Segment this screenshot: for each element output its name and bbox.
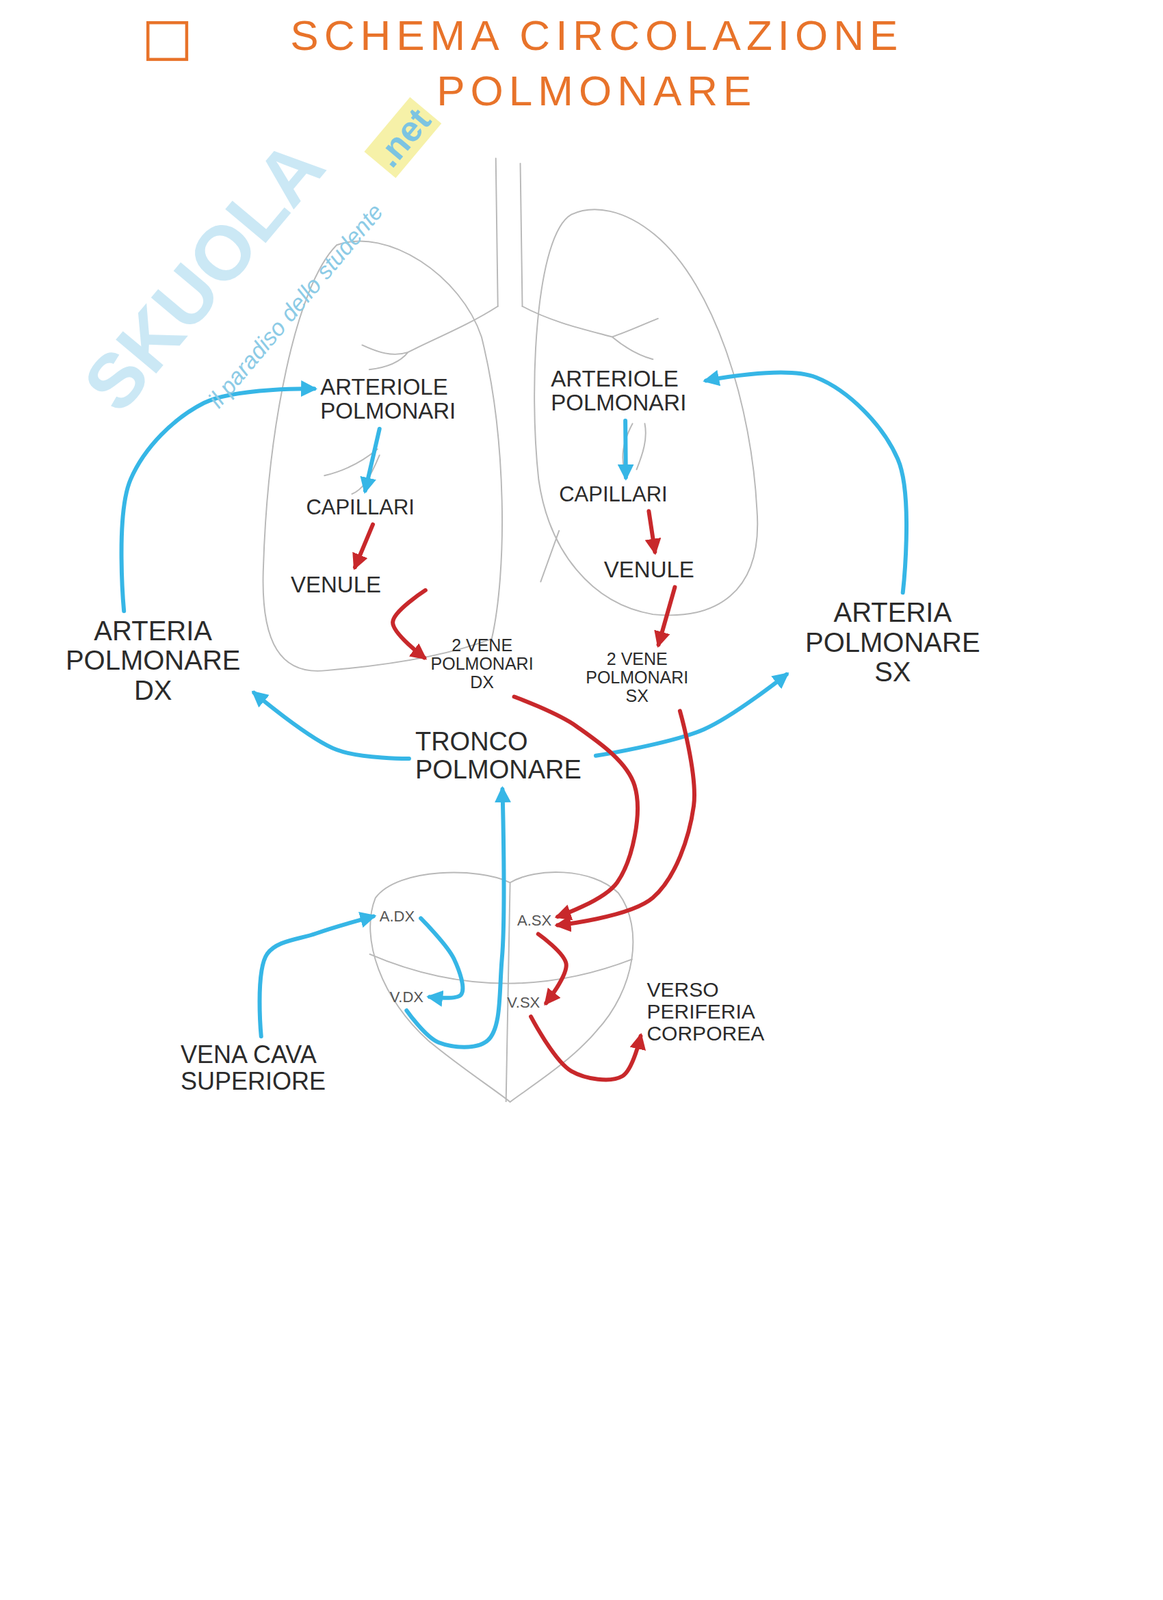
label-text: ARTERIOLE POLMONARI xyxy=(550,366,700,416)
vessel-label: ARTERIOLE POLMONARI xyxy=(318,373,472,425)
label-text: ARTERIA POLMONARE DX xyxy=(58,616,248,706)
label-text: VENULE xyxy=(290,572,420,598)
flow-arrow xyxy=(406,789,504,1048)
vessel-label: VENULE xyxy=(288,571,422,599)
watermark-text: .net xyxy=(363,97,442,179)
label-text: V.SX xyxy=(506,994,540,1012)
label-text: VENULE xyxy=(604,557,733,583)
label-text: VERSO PERIFERIA CORPOREA xyxy=(646,978,776,1046)
label-text: ARTERIA POLMONARE SX xyxy=(792,597,993,687)
label-text: VENA CAVA SUPERIORE xyxy=(180,1041,360,1096)
vessel-label: VENULE xyxy=(602,556,735,584)
flow-arrow xyxy=(538,933,567,1003)
label-text: A.SX xyxy=(517,912,552,930)
chamber-label: A.DX xyxy=(377,907,417,927)
flow-arrow xyxy=(355,524,373,568)
chamber-label: V.SX xyxy=(504,993,542,1013)
label-text: TRONCO POLMONARE xyxy=(415,727,590,784)
label-text: CAPILLARI xyxy=(305,495,455,519)
destination-label: VERSO PERIFERIA CORPOREA xyxy=(644,977,778,1047)
vessel-label: ARTERIA POLMONARE DX xyxy=(56,615,250,707)
vessel-label: VENA CAVA SUPERIORE xyxy=(178,1040,362,1097)
label-text: ARTERIOLE POLMONARI xyxy=(320,374,470,424)
flow-arrow xyxy=(706,372,907,594)
heart-septum xyxy=(506,882,511,1103)
flow-arrow xyxy=(623,420,629,478)
flow-arrow xyxy=(648,511,655,552)
flow-arrow xyxy=(392,590,426,659)
vessel-label: 2 VENE POLMONARI SX xyxy=(583,648,691,707)
vessel-label: 2 VENE POLMONARI DX xyxy=(428,634,536,694)
trachea xyxy=(495,158,523,307)
left-lung-outline xyxy=(534,209,758,616)
label-text: 2 VENE POLMONARI DX xyxy=(430,636,534,692)
vessel-label: TRONCO POLMONARE xyxy=(413,726,592,786)
flow-arrow xyxy=(514,697,638,917)
vessel-label: ARTERIOLE POLMONARI xyxy=(548,365,702,417)
watermark-text: SKUOLA xyxy=(63,119,345,431)
vessel-label: CAPILLARI xyxy=(556,481,711,507)
flow-arrow xyxy=(557,710,695,925)
flow-arrow xyxy=(259,916,374,1037)
flow-arrow xyxy=(365,428,380,491)
diagram-title: SCHEMA CIRCOLAZIONE POLMONARE xyxy=(219,8,975,119)
vessel-label: ARTERIA POLMONARE SX xyxy=(790,596,995,689)
label-text: A.DX xyxy=(379,908,415,925)
flow-arrow xyxy=(420,918,463,999)
label-text: 2 VENE POLMONARI SX xyxy=(585,649,689,706)
vessel-label: CAPILLARI xyxy=(303,494,457,520)
flow-arrow xyxy=(121,388,315,611)
flow-arrow xyxy=(253,693,410,759)
title-checkbox xyxy=(147,22,187,60)
label-text: V.DX xyxy=(389,989,424,1006)
chamber-label: A.SX xyxy=(515,911,554,931)
flow-arrow xyxy=(658,586,676,645)
bronchi xyxy=(324,306,659,583)
flow-arrow xyxy=(530,1016,641,1080)
label-text: CAPILLARI xyxy=(558,482,709,506)
chamber-label: V.DX xyxy=(387,987,426,1008)
